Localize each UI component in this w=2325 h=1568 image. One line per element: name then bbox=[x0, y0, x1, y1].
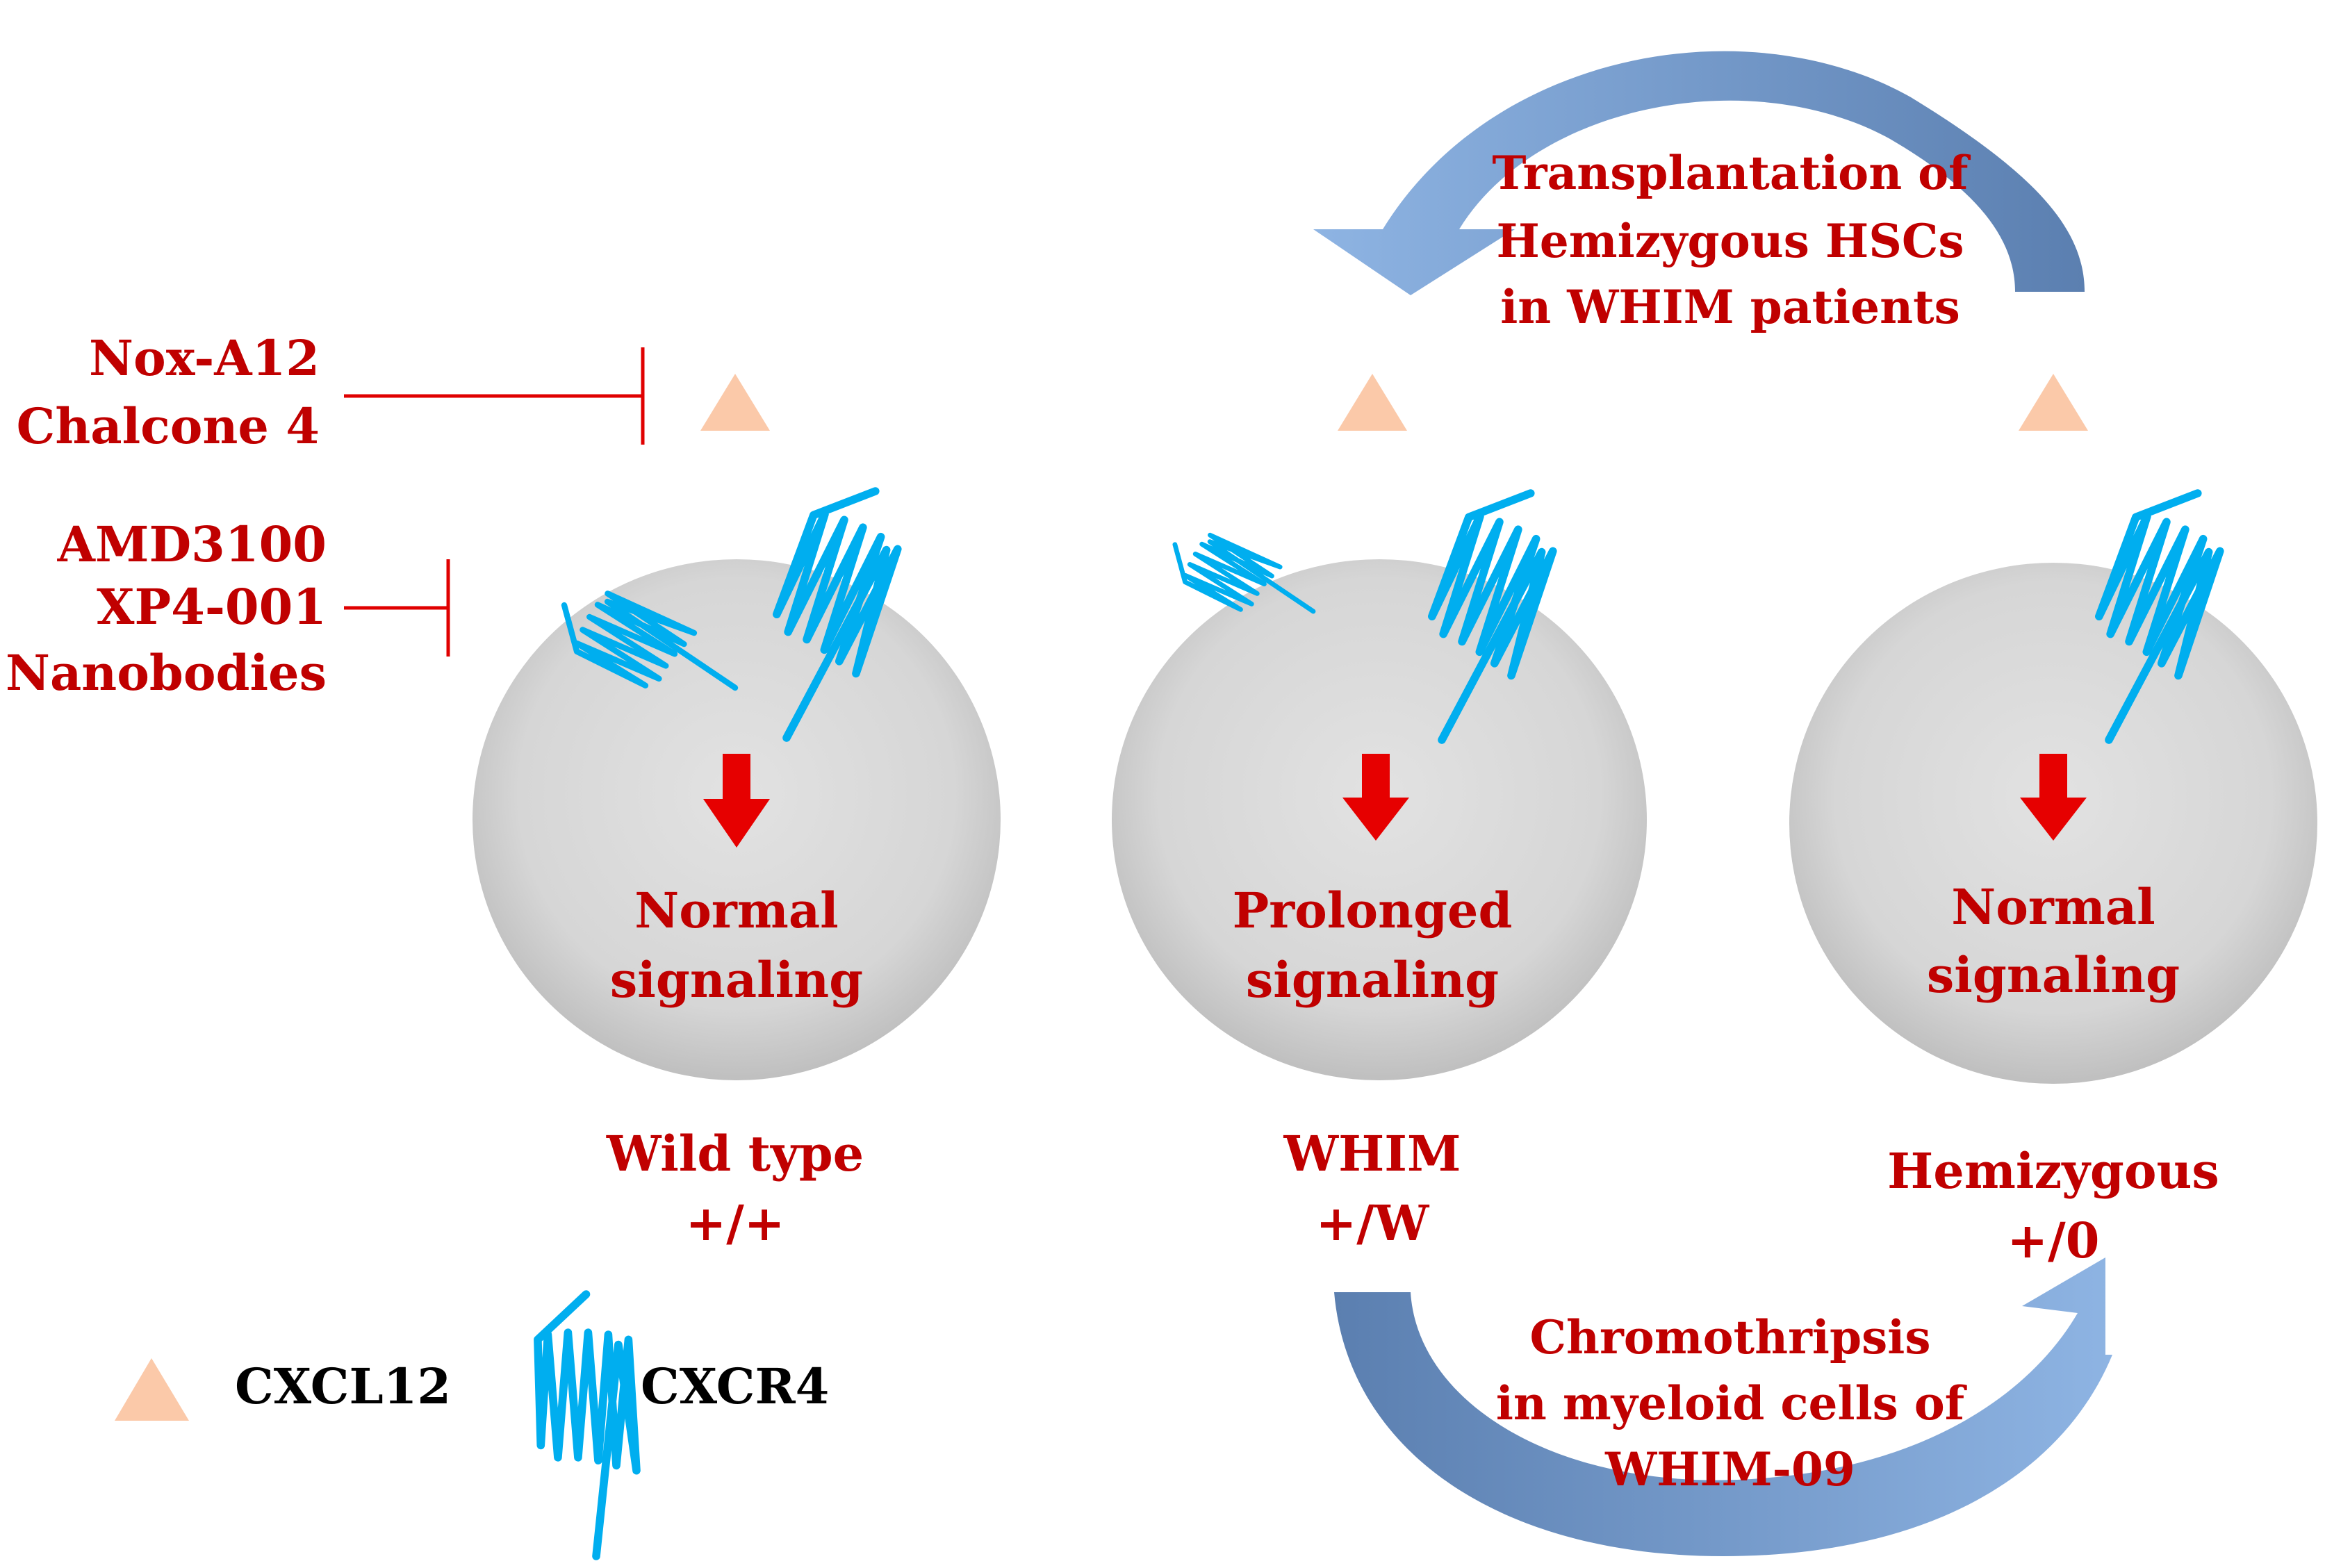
chromothripsis-label: in myeloid cells of bbox=[1496, 1376, 1967, 1430]
receptor-blocker-label: Nanobodies bbox=[6, 644, 327, 702]
chromothripsis-label: WHIM-09 bbox=[1604, 1442, 1855, 1496]
signal-label: Prolonged bbox=[1233, 882, 1513, 939]
ligand-blocker-label: Chalcone 4 bbox=[17, 397, 320, 455]
genotype-label: Wild type bbox=[606, 1125, 864, 1182]
ligand-blocker-label: Nox-A12 bbox=[89, 329, 320, 387]
legend-receptor-label: CXCR4 bbox=[641, 1357, 829, 1415]
signal-label: Normal bbox=[634, 882, 839, 939]
signal-label: signaling bbox=[1246, 951, 1499, 1009]
receptor-inhibition-line bbox=[344, 559, 450, 657]
transplantation-label: Transplantation of bbox=[1492, 146, 1971, 200]
receptor-blocker-label: AMD3100 bbox=[57, 515, 327, 573]
signal-arrow-icon bbox=[1342, 754, 1409, 841]
signal-label: signaling bbox=[1927, 946, 2180, 1004]
signal-label: signaling bbox=[610, 951, 863, 1009]
signal-label: Normal bbox=[1951, 878, 2155, 936]
transplantation-arrow bbox=[1313, 51, 2085, 295]
legend-ligand-icon bbox=[115, 1358, 189, 1421]
signal-arrow-icon bbox=[703, 754, 770, 848]
genotype-label: Hemizygous bbox=[1887, 1142, 2219, 1200]
cxcl12-ligand-icon bbox=[2019, 374, 2088, 431]
transplantation-label: Hemizygous HSCs bbox=[1496, 214, 1964, 268]
genotype-label: +/+ bbox=[686, 1194, 785, 1252]
genotype-label: WHIM bbox=[1283, 1125, 1461, 1182]
genotype-label: +/W bbox=[1316, 1194, 1430, 1252]
ligand-inhibition-line bbox=[344, 347, 645, 445]
genotype-label: +/0 bbox=[2007, 1212, 2100, 1269]
receptor-blocker-label: XP4-001 bbox=[97, 578, 327, 636]
transplantation-label: in WHIM patients bbox=[1500, 280, 1960, 334]
cxcl12-ligand-icon bbox=[1338, 374, 1407, 431]
signal-arrow-icon bbox=[2020, 754, 2087, 841]
legend-ligand-label: CXCL12 bbox=[235, 1357, 451, 1415]
cxcl12-ligand-icon bbox=[700, 374, 770, 431]
legend: CXCL12 CXCR4 bbox=[115, 1294, 829, 1556]
chromothripsis-arrow bbox=[1334, 1257, 2112, 1556]
chromothripsis-label: Chromothripsis bbox=[1529, 1310, 1930, 1364]
legend-receptor-icon bbox=[538, 1294, 636, 1556]
